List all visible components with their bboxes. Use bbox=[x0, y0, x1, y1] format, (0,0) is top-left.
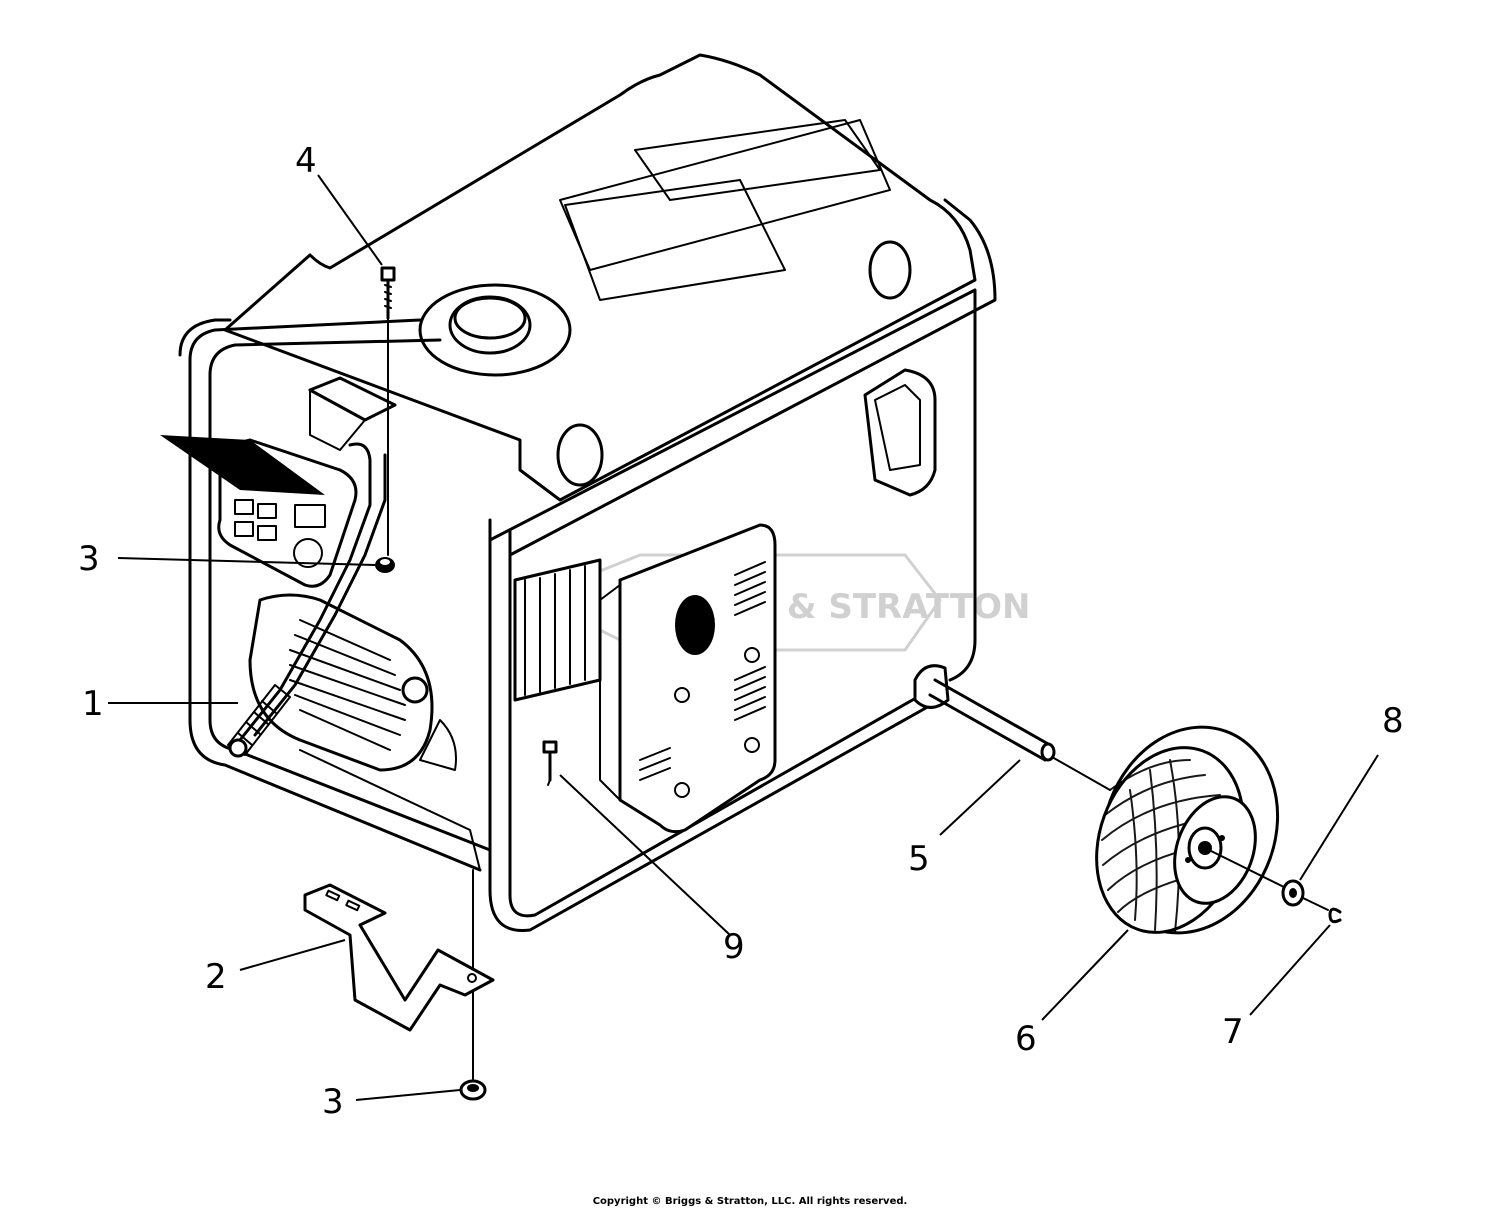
starter bbox=[419, 719, 457, 771]
axle-5 bbox=[913, 664, 1111, 791]
nut-3-upper bbox=[375, 557, 395, 573]
leader-lines bbox=[108, 174, 1379, 1101]
handle-tube bbox=[238, 442, 372, 742]
tank-label-upper bbox=[634, 119, 881, 201]
bracket-2 bbox=[303, 883, 495, 1032]
fuel-cap-icon bbox=[418, 283, 572, 377]
alternator bbox=[248, 593, 434, 772]
generator-body bbox=[160, 53, 997, 932]
air-filter bbox=[863, 368, 937, 497]
bolt-9 bbox=[542, 740, 558, 786]
callout-3-upper: 3 bbox=[78, 539, 100, 579]
tank-mount-front bbox=[556, 423, 604, 487]
callout-1: 1 bbox=[82, 684, 104, 724]
callout-6: 6 bbox=[1015, 1019, 1037, 1059]
frame-tube bbox=[188, 318, 422, 722]
copyright-notice: Copyright © Briggs & Stratton, LLC. All … bbox=[592, 1196, 908, 1207]
callout-8: 8 bbox=[1382, 701, 1404, 741]
control-panel bbox=[160, 435, 358, 588]
engine-cylinder bbox=[513, 558, 602, 702]
upper-bracket bbox=[308, 376, 397, 422]
nut-3-lower bbox=[459, 1079, 487, 1101]
tank-mount-rear bbox=[868, 240, 912, 300]
handle-grip bbox=[227, 684, 291, 758]
wheel-6 bbox=[1095, 725, 1291, 935]
fuel-tank bbox=[223, 53, 977, 502]
callout-2: 2 bbox=[205, 957, 227, 997]
tank-label-lower bbox=[564, 179, 786, 301]
callout-4: 4 bbox=[295, 141, 317, 181]
eclip-7 bbox=[1328, 907, 1342, 924]
callout-labels: 4 3 1 2 3 9 5 6 7 8 bbox=[78, 141, 1404, 1122]
outlet-cover bbox=[160, 435, 325, 495]
callout-3-lower: 3 bbox=[322, 1082, 344, 1122]
muffler bbox=[599, 523, 777, 834]
callout-7: 7 bbox=[1222, 1012, 1244, 1052]
callout-5: 5 bbox=[908, 839, 930, 879]
washer-8 bbox=[1281, 879, 1329, 911]
callout-9: 9 bbox=[723, 927, 745, 967]
bolt-4 bbox=[380, 266, 396, 556]
